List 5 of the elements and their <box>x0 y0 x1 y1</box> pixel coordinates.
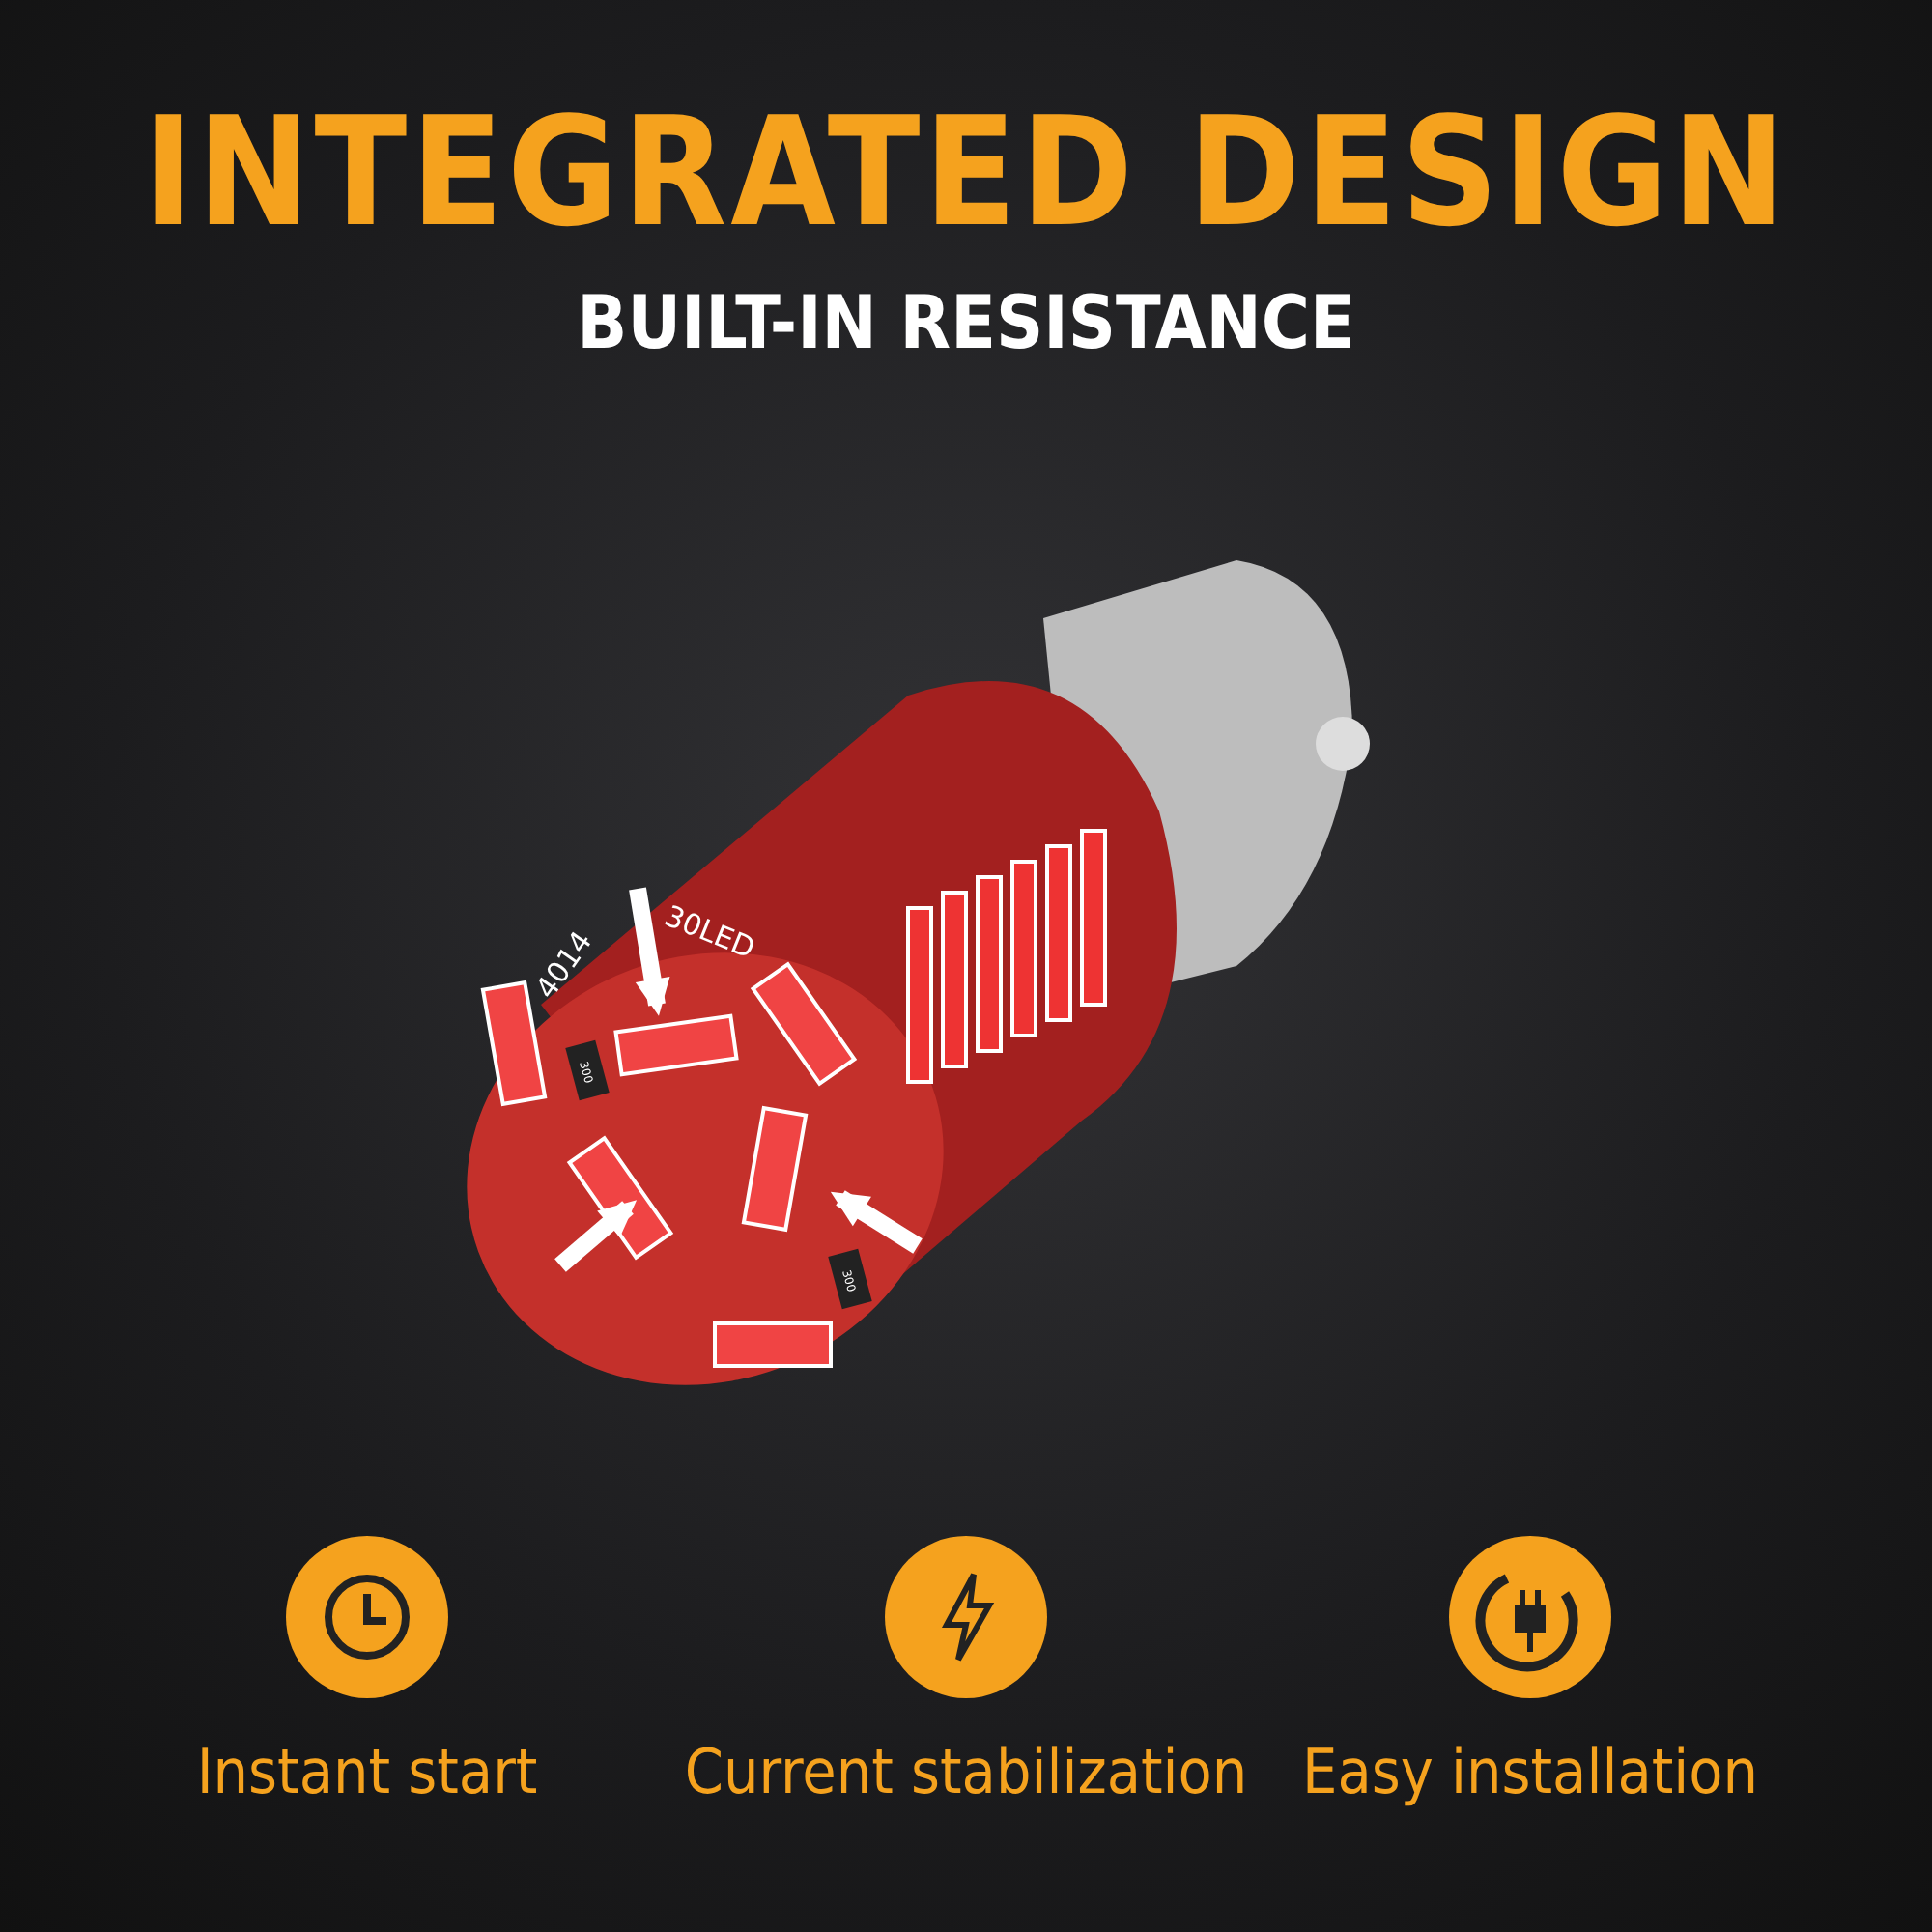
feature-caption: Instant start <box>194 1735 540 1808</box>
feature-caption: Easy installation <box>1300 1735 1760 1808</box>
heading: INTEGRATED DESIGN <box>142 87 1790 261</box>
subheading: BUILT-IN RESISTANCE <box>577 280 1355 365</box>
feature-caption: Current stabilization <box>682 1735 1250 1808</box>
